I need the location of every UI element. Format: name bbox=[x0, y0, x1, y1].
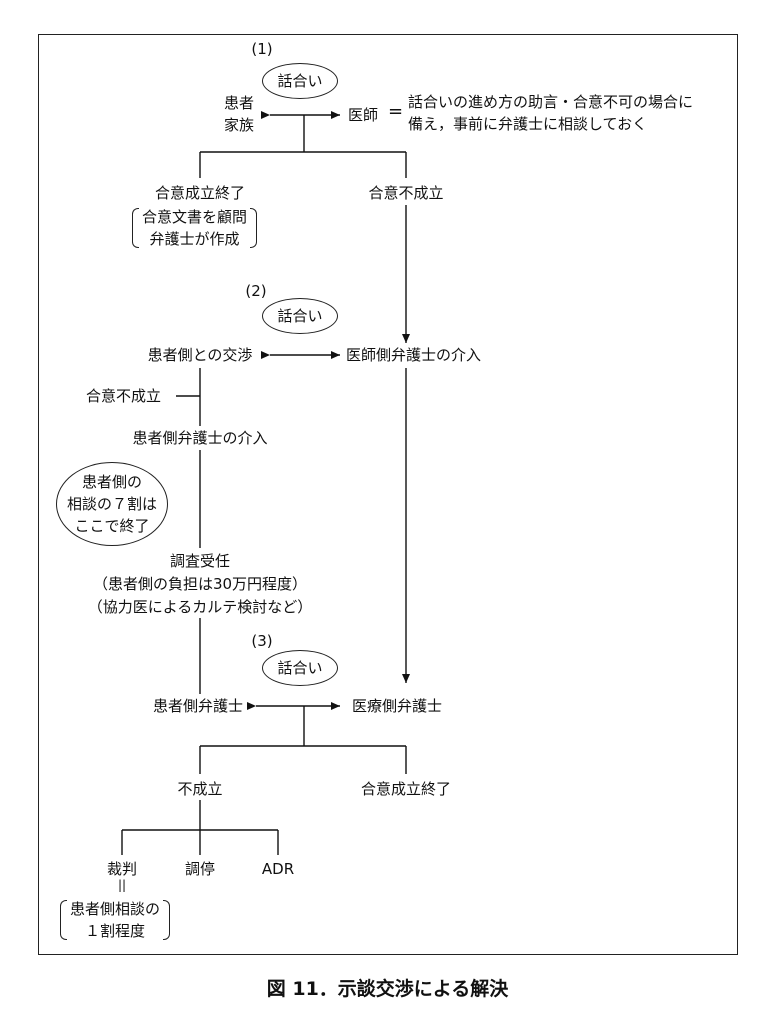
step2-patient-negotiation: 患者側との交渉 bbox=[147, 346, 253, 364]
step3-failure: 不成立 bbox=[177, 780, 223, 798]
option-trial: 裁判 bbox=[106, 860, 138, 878]
investigation-cost: （患者側の負担は30万円程度） bbox=[92, 575, 308, 593]
step1-note-line2: 備え，事前に弁護士に相談しておく bbox=[408, 115, 648, 133]
bubble-line1: 患者側の bbox=[81, 473, 142, 491]
step2-doctor-lawyer: 医師側弁護士の介入 bbox=[346, 346, 482, 364]
diagram-frame bbox=[38, 34, 738, 955]
step3-medical-lawyer: 医療側弁護士 bbox=[352, 697, 443, 715]
step1-label: (1) bbox=[251, 40, 273, 58]
step1-agreement-note-line1: 合意文書を顧問 bbox=[142, 208, 248, 226]
bubble-line3: ここで終了 bbox=[74, 517, 150, 535]
step1-talk-label: 話合い bbox=[277, 72, 323, 90]
step1-no-agreement: 合意不成立 bbox=[368, 184, 444, 202]
trial-note-line1: 患者側相談の bbox=[70, 900, 161, 918]
step1-family: 家族 bbox=[224, 116, 255, 134]
step3-talk-label: 話合い bbox=[277, 659, 323, 677]
step2-label: (2) bbox=[245, 282, 267, 300]
step1-talk-oval: 話合い bbox=[262, 63, 338, 99]
option-adr: ADR bbox=[261, 860, 295, 878]
step2-talk-label: 話合い bbox=[277, 307, 323, 325]
step3-patient-lawyer: 患者側弁護士 bbox=[152, 697, 244, 715]
option-mediation: 調停 bbox=[184, 860, 216, 878]
investigation-review: （協力医によるカルテ検討など） bbox=[87, 598, 313, 616]
step1-note-line1: 話合いの進め方の助言・合意不可の場合に bbox=[408, 93, 694, 111]
trial-equals-mark: || bbox=[117, 878, 127, 892]
step1-doctor: 医師 bbox=[348, 106, 379, 124]
step1-agreement-note: 合意文書を顧問 弁護士が作成 bbox=[132, 206, 258, 250]
investigation-title: 調査受任 bbox=[169, 552, 231, 570]
step2-talk-oval: 話合い bbox=[262, 298, 338, 334]
figure-caption: 図 11．示談交渉による解決 bbox=[266, 978, 509, 1000]
seventy-percent-bubble: 患者側の 相談の７割は ここで終了 bbox=[56, 462, 168, 546]
step1-patient: 患者 bbox=[224, 94, 255, 112]
step3-agreement-end: 合意成立終了 bbox=[360, 780, 452, 798]
trial-note: 患者側相談の １割程度 bbox=[60, 898, 171, 942]
trial-note-line2: １割程度 bbox=[85, 922, 146, 940]
step1-agreement-note-line2: 弁護士が作成 bbox=[149, 230, 240, 248]
step3-talk-oval: 話合い bbox=[262, 650, 338, 686]
step2-patient-lawyer: 患者側弁護士の介入 bbox=[132, 429, 268, 447]
step3-label: (3) bbox=[251, 632, 273, 650]
bubble-line2: 相談の７割は bbox=[66, 495, 157, 513]
step1-equals: = bbox=[388, 101, 404, 122]
step1-agreement-end: 合意成立終了 bbox=[154, 184, 246, 202]
step2-no-agreement: 合意不成立 bbox=[86, 387, 162, 405]
